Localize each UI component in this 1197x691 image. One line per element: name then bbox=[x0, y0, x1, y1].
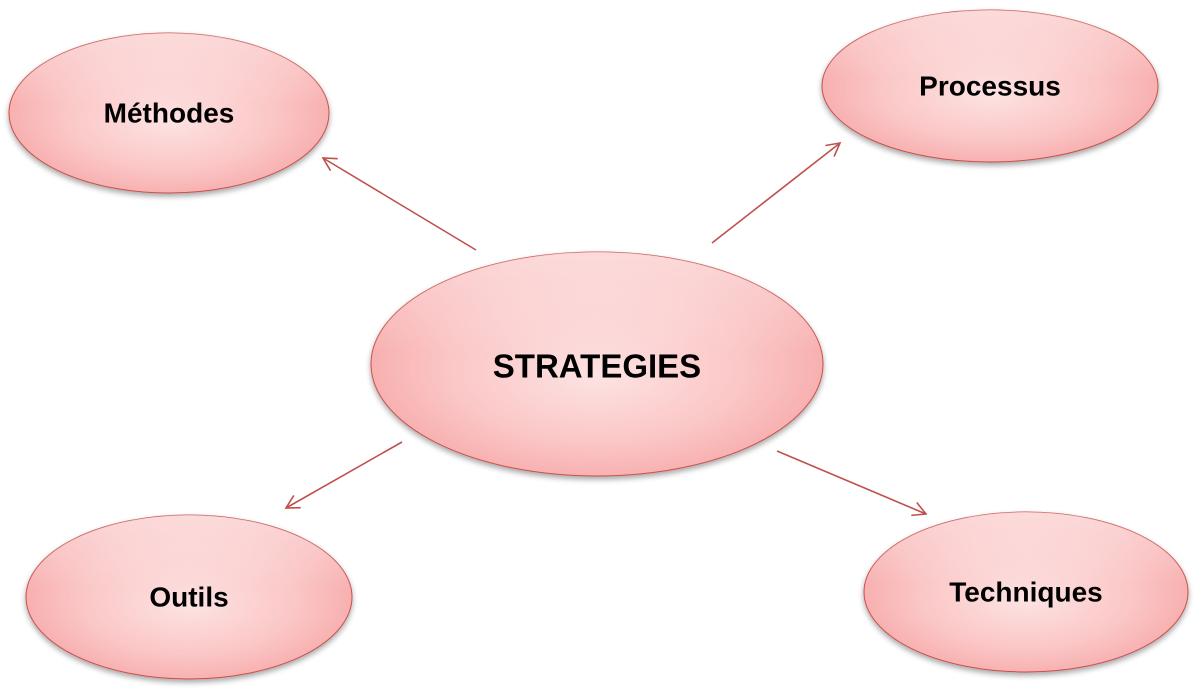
arrow-to-outils bbox=[284, 441, 403, 509]
arrow-to-methodes bbox=[321, 157, 477, 251]
node-techniques bbox=[863, 511, 1189, 673]
node-methodes-label: Méthodes bbox=[104, 98, 235, 129]
node-processus bbox=[821, 9, 1159, 163]
arrow-to-processus bbox=[711, 141, 842, 244]
node-outils-label: Outils bbox=[149, 582, 228, 613]
node-strategies bbox=[370, 251, 824, 477]
node-techniques-label: Techniques bbox=[949, 577, 1103, 608]
node-strategies-label: STRATEGIES bbox=[493, 348, 701, 385]
node-processus-label: Processus bbox=[919, 71, 1061, 102]
node-methodes bbox=[8, 32, 330, 194]
node-outils bbox=[25, 514, 353, 680]
arrow-to-techniques bbox=[776, 450, 928, 517]
